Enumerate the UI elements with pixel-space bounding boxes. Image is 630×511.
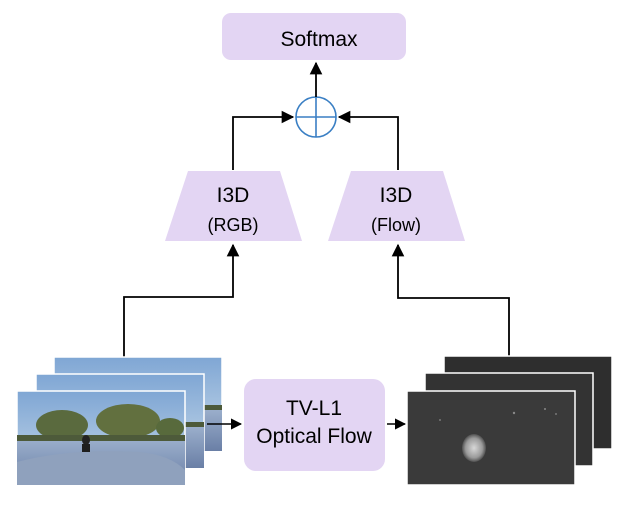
rgb-frame-front [16,390,186,486]
tvl1-box [244,379,385,471]
flow-frame-stack [406,355,613,486]
i3d-rgb-subtitle: (RGB) [208,215,259,235]
tvl1-line2: Optical Flow [256,425,372,448]
softmax-node: Softmax [222,13,406,60]
i3d-rgb-trapezoid [165,171,302,241]
i3d-flow-title: I3D [380,184,413,207]
i3d-flow-trapezoid [328,171,465,241]
i3d-flow-node: I3D (Flow) [328,171,465,241]
softmax-label: Softmax [280,28,358,51]
arrow-flow-to-sum [337,110,399,170]
flow-frame-front [406,390,576,486]
arrow-rgb-to-sum [232,110,295,170]
arrow-rgb-frames-to-i3d [123,243,240,357]
arrow-flow-frames-to-i3d [391,243,510,357]
softmax-box [222,13,406,60]
rgb-frame-stack [16,356,223,486]
i3d-rgb-node: I3D (RGB) [165,171,302,241]
i3d-rgb-title: I3D [217,184,250,207]
tvl1-line1: TV-L1 [286,397,342,420]
i3d-flow-subtitle: (Flow) [371,215,421,235]
fusion-sum-node [295,96,337,138]
tvl1-node: TV-L1 Optical Flow [244,379,385,471]
